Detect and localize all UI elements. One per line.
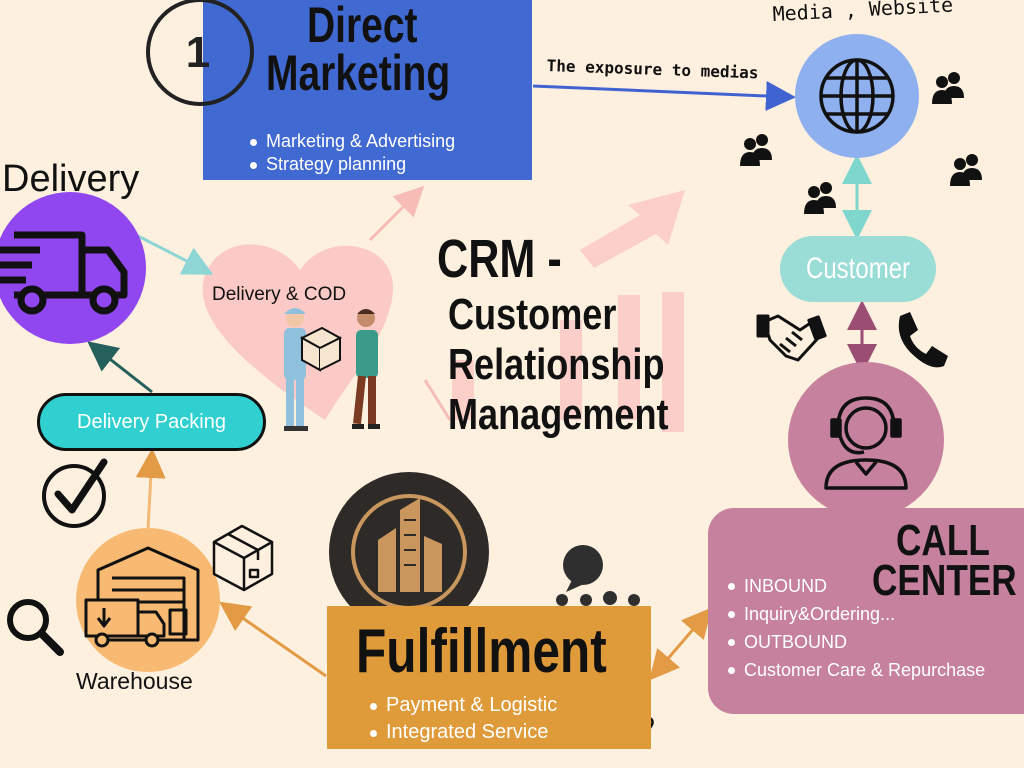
- warehouse-label: Warehouse: [76, 668, 193, 694]
- direct-marketing-bullet: Marketing & Advertising: [246, 130, 455, 153]
- delivery-cod-label: Delivery & COD: [212, 284, 347, 305]
- delivery-people-illustration: [284, 308, 380, 431]
- direct-marketing-bullet: Strategy planning: [246, 153, 455, 176]
- call-center-bullets: INBOUND Inquiry&Ordering... OUTBOUND Cus…: [724, 572, 985, 684]
- building-icon: [378, 498, 442, 592]
- step-number-circle: [146, 0, 254, 106]
- fulfillment-bullets: Payment & Logistic Integrated Service: [366, 692, 557, 746]
- customer-label: Customer: [805, 252, 911, 285]
- headset-agent-icon: [824, 396, 908, 490]
- truck-icon: [0, 231, 128, 315]
- crm-title-line3: Relationship: [448, 340, 665, 389]
- direct-marketing-bullets: Marketing & Advertising Strategy plannin…: [246, 130, 455, 176]
- crm-title-line4: Management: [448, 390, 669, 439]
- crm-title-line1: CRM -: [437, 229, 562, 289]
- call-center-panel: [708, 508, 1024, 714]
- growth-chart-decoration: [452, 190, 685, 432]
- call-center-bullet: OUTBOUND: [724, 628, 985, 656]
- delivery-packing-pill: Delivery Packing: [37, 393, 266, 451]
- call-center-bullet: Inquiry&Ordering...: [724, 600, 985, 628]
- fulfillment-bullet: Payment & Logistic: [366, 692, 557, 719]
- call-center-circle: [788, 362, 944, 518]
- delivery-label: Delivery: [2, 158, 140, 200]
- handshake-icon: [756, 314, 827, 362]
- call-center-bullet: INBOUND: [724, 572, 985, 600]
- call-center-title-line2: CENTER: [872, 556, 1017, 605]
- fulfillment-panel: [327, 606, 651, 749]
- magnifier-icon: [7, 599, 64, 656]
- box-icon: [212, 524, 274, 592]
- fulfillment-bullet: Integrated Service: [366, 719, 557, 746]
- delivery-packing-label: Delivery Packing: [77, 410, 226, 433]
- fulfillment-title: Fulfillment: [356, 617, 607, 686]
- direct-marketing-title-line1: Direct: [307, 0, 418, 53]
- warehouse-icon: [84, 546, 200, 648]
- step-number: 1: [185, 28, 211, 77]
- customer-pill: Customer: [780, 236, 936, 302]
- phone-icon: [898, 312, 948, 368]
- globe-icon: [819, 58, 895, 134]
- direct-marketing-title-line2: Marketing: [266, 45, 451, 101]
- direct-marketing-panel: [203, 0, 532, 180]
- checkmark-icon: [42, 458, 108, 528]
- call-center-title-line1: CALL: [896, 516, 990, 565]
- crm-title-line2: Customer: [448, 290, 617, 339]
- people-icon: [740, 72, 982, 214]
- call-center-bullet: Customer Care & Repurchase: [724, 656, 985, 684]
